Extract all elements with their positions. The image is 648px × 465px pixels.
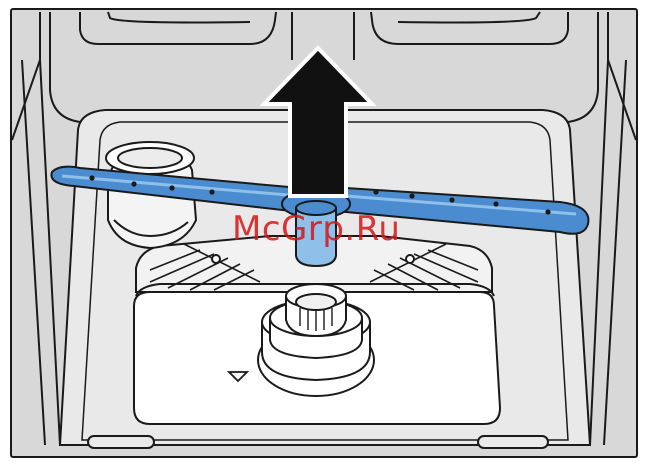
floor-foot-right	[478, 436, 548, 448]
floor-foot-left	[88, 436, 154, 448]
watermark: McGrp.Ru	[232, 212, 400, 246]
